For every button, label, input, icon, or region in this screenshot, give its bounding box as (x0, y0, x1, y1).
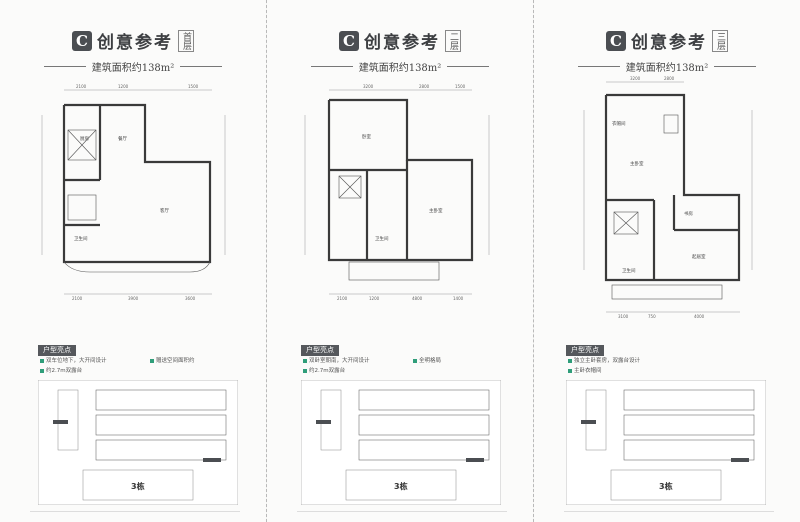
site-plan: 3栋 (38, 380, 238, 505)
footnote (30, 511, 240, 516)
sheet-1: C 创意参考 首层 建筑面积约138m² 2100 1200 1500 2100… (0, 0, 266, 522)
room-master: 主卧室 (429, 207, 443, 214)
sheet-3: C 创意参考 三层 建筑面积约138m² 3200 2800 3100 750 … (534, 0, 800, 522)
sheet-header: C 创意参考 三层 建筑面积约138m² (534, 28, 800, 74)
unit-c-badge: C (72, 30, 92, 51)
dim-top-1: 3200 (363, 84, 374, 89)
highlights-tag: 户型亮点 (566, 345, 604, 356)
room-dining: 餐厅 (118, 135, 127, 142)
room-bath: 卫生间 (375, 235, 389, 242)
site-plan: 3栋 (566, 380, 766, 505)
bullet-1: 双车位地下，大开间设计 (40, 356, 107, 364)
area-label: 建筑面积约138m² (358, 63, 442, 74)
sheet-2: C 创意参考 二层 建筑面积约138m² 3200 2800 1500 2100… (267, 0, 533, 522)
room-lounge: 起居室 (692, 253, 706, 260)
dim-bottom-3: 4800 (412, 296, 423, 300)
site-plan: 3栋 (301, 380, 501, 505)
room-master: 主卧室 (630, 160, 644, 167)
bullet-2: 约2.7m双露台 (40, 366, 82, 374)
footnote (297, 511, 507, 516)
area-label: 建筑面积约138m² (91, 63, 175, 74)
dim-bottom-1: 3100 (618, 314, 629, 319)
room-kitchen: 厨房 (80, 135, 89, 142)
dim-top-2: 1200 (118, 84, 129, 89)
unit-c-badge: C (339, 30, 359, 51)
dim-top-1: 3200 (630, 76, 641, 81)
bullet-3: 赠送空间面积约 (150, 356, 195, 364)
dim-bottom-3: 4000 (694, 314, 705, 319)
room-closet: 衣帽间 (612, 120, 626, 127)
dim-bottom-1: 2100 (72, 296, 83, 300)
floor-plan: 2100 1200 1500 2100 3900 3600 厨房 餐厅 客厅 卫… (41, 84, 226, 300)
building-label: 3栋 (394, 481, 408, 491)
room-bath: 卫生间 (74, 235, 88, 242)
bullet-2: 主卧衣帽间 (568, 366, 602, 374)
highlights-tag: 户型亮点 (38, 345, 76, 356)
bullet-1: 双卧室朝南，大开间设计 (303, 356, 370, 364)
room-bedroom: 卧室 (362, 133, 371, 140)
sheet-header: C 创意参考 二层 建筑面积约138m² (267, 28, 533, 74)
fold-line-1 (266, 0, 268, 522)
highlights-tag: 户型亮点 (301, 345, 339, 356)
fold-line-2 (533, 0, 535, 522)
dim-bottom-2: 3900 (128, 296, 139, 300)
floor-label: 二层 (445, 29, 461, 52)
dim-top-3: 1500 (455, 84, 466, 89)
floor-plan: 3200 2800 3100 750 4000 主卧室 起居室 书房 衣帽间 卫… (583, 76, 753, 319)
building-label: 3栋 (131, 481, 145, 491)
room-bath: 卫生间 (622, 267, 636, 274)
footnote (564, 511, 774, 516)
dim-top-2: 2800 (419, 84, 430, 89)
dim-bottom-4: 1400 (453, 296, 464, 300)
sheet-header: C 创意参考 首层 建筑面积约138m² (0, 28, 266, 74)
sheet-title: 创意参考 (97, 33, 173, 53)
floor-label: 首层 (178, 29, 194, 52)
sheet-title: 创意参考 (631, 33, 707, 53)
dim-top-3: 1500 (188, 84, 199, 89)
room-living: 客厅 (160, 207, 169, 214)
dim-bottom-3: 3600 (185, 296, 196, 300)
building-label: 3栋 (659, 481, 673, 491)
unit-c-badge: C (606, 30, 626, 51)
area-label: 建筑面积约138m² (625, 63, 709, 74)
sheet-title: 创意参考 (364, 33, 440, 53)
floor-label: 三层 (712, 29, 728, 52)
bullet-3: 全明格局 (413, 356, 441, 364)
bullet-2: 约2.7m双露台 (303, 366, 345, 374)
dim-top-1: 2100 (76, 84, 87, 89)
floor-plan: 3200 2800 1500 2100 1200 4800 1400 卧室 主卧… (304, 84, 490, 300)
bullet-1: 独立主卧套房，双露台设计 (568, 356, 640, 364)
room-study: 书房 (684, 210, 693, 217)
dim-bottom-2: 1200 (369, 296, 380, 300)
dim-bottom-2: 750 (648, 314, 656, 319)
dim-top-2: 2800 (664, 76, 675, 81)
dim-bottom-1: 2100 (337, 296, 348, 300)
